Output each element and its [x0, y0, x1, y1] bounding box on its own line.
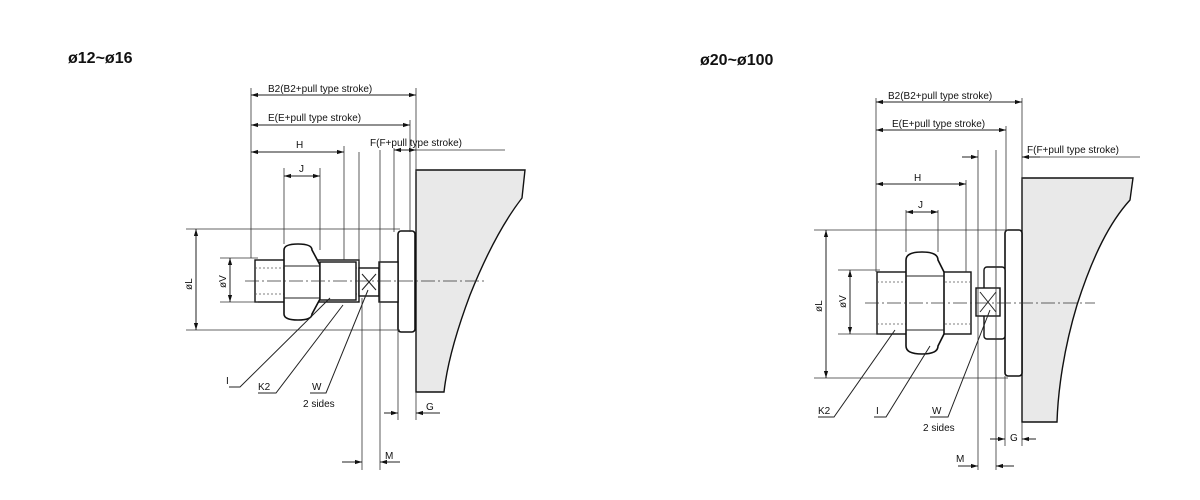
left-hex-nut — [283, 243, 321, 321]
right-dim-l-label: øL — [814, 300, 825, 312]
right-label-k2: K2 — [818, 406, 831, 417]
left-dim-b2-label: B2(B2+pull type stroke) — [268, 84, 372, 95]
left-label-w: W — [312, 382, 322, 393]
right-label-i: I — [876, 406, 879, 417]
right-dim-e-label: E(E+pull type stroke) — [892, 119, 985, 130]
left-dim-v-label: øV — [218, 275, 229, 288]
right-dim-h-label: H — [914, 173, 921, 184]
right-dim-j-label: J — [918, 200, 923, 211]
left-dim-h-label: H — [296, 140, 303, 151]
left-label-w-sides: 2 sides — [303, 399, 335, 410]
right-label-w-sides: 2 sides — [923, 423, 955, 434]
right-workpiece — [1021, 177, 1134, 423]
right-dim-v-label: øV — [838, 295, 849, 308]
left-dim-g-label: G — [426, 402, 434, 413]
left-dim-m-label: M — [385, 451, 393, 462]
left-dim-f-label: F(F+pull type stroke) — [370, 138, 462, 149]
right-dim-f-label: F(F+pull type stroke) — [1027, 145, 1119, 156]
heading-left-size-range: ø12~ø16 — [68, 50, 133, 67]
left-label-i: I — [226, 376, 229, 387]
right-hex-nut — [905, 251, 945, 355]
left-pad — [397, 230, 416, 333]
left-dim-l-label: øL — [184, 278, 195, 290]
right-dim-g-label: G — [1010, 433, 1018, 444]
left-dim-e-label: E(E+pull type stroke) — [268, 113, 361, 124]
right-label-w: W — [932, 406, 942, 417]
heading-right-size-range: ø20~ø100 — [700, 52, 774, 69]
right-dim-b2-label: B2(B2+pull type stroke) — [888, 91, 992, 102]
left-dim-j-label: J — [299, 164, 304, 175]
left-label-k2: K2 — [258, 382, 271, 393]
right-drawing: B2(B2+pull type stroke) E(E+pull type st… — [814, 91, 1140, 470]
right-dim-m-label: M — [956, 454, 964, 465]
left-drawing: B2(B2+pull type stroke) E(E+pull type st… — [184, 84, 526, 470]
